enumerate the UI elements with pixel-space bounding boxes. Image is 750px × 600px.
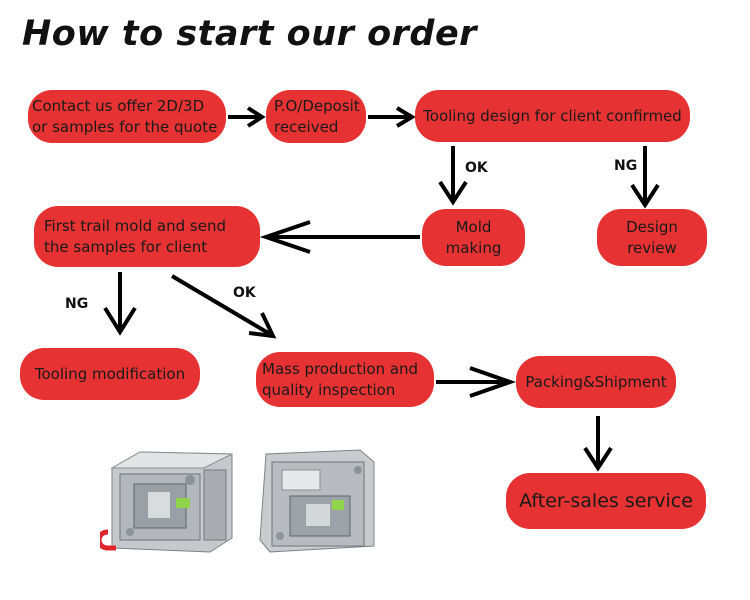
arrow-trail-to-modification [103,272,137,336]
node-tooling-design-label: Tooling design for client confirmed [423,106,682,125]
label-ok-mold: OK [465,160,488,176]
arrow-mold-to-trail [259,220,420,254]
node-contact-quote: Contact us offer 2D/3D or samples for th… [28,90,226,143]
node-tooling-modification-label: Tooling modification [34,364,186,383]
node-packing-shipment: Packing&Shipment [516,356,676,408]
node-packing-shipment-label: Packing&Shipment [525,372,667,391]
mold-photo-left [100,451,233,553]
arrow-contact-to-po [228,106,266,128]
node-mass-production-label: Mass production and quality inspection [262,359,419,399]
label-ng-review: NG [614,158,638,174]
node-after-sales: After-sales service [506,473,706,529]
arrow-design-to-review [630,146,660,209]
node-po-deposit-label: P.O/Deposit received [274,96,360,136]
mold-photo-right [259,449,375,553]
node-tooling-design: Tooling design for client confirmed [415,90,690,142]
node-contact-quote-label: Contact us offer 2D/3D or samples for th… [32,96,218,136]
arrow-po-to-design [368,106,416,128]
node-design-review-label: Design review [626,217,678,257]
label-ng-modification: NG [65,296,89,312]
node-tooling-modification: Tooling modification [20,348,200,400]
arrow-packing-to-aftersales [583,416,613,472]
node-mass-production: Mass production and quality inspection [256,352,434,407]
node-po-deposit: P.O/Deposit received [266,90,366,143]
arrow-trail-to-mass [170,274,277,339]
node-design-review: Design review [597,209,707,266]
label-ok-mass: OK [233,285,256,301]
node-mold-making-label: Mold making [445,217,502,257]
node-first-trail-label: First trail mold and send the samples fo… [44,216,226,256]
node-first-trail: First trail mold and send the samples fo… [34,206,260,267]
node-mold-making: Mold making [422,209,525,266]
page-title: How to start our order [22,14,477,54]
mold-photos [100,449,375,553]
arrow-design-to-mold [438,146,468,206]
arrow-mass-to-packing [436,366,517,398]
node-after-sales-label: After-sales service [519,489,693,512]
